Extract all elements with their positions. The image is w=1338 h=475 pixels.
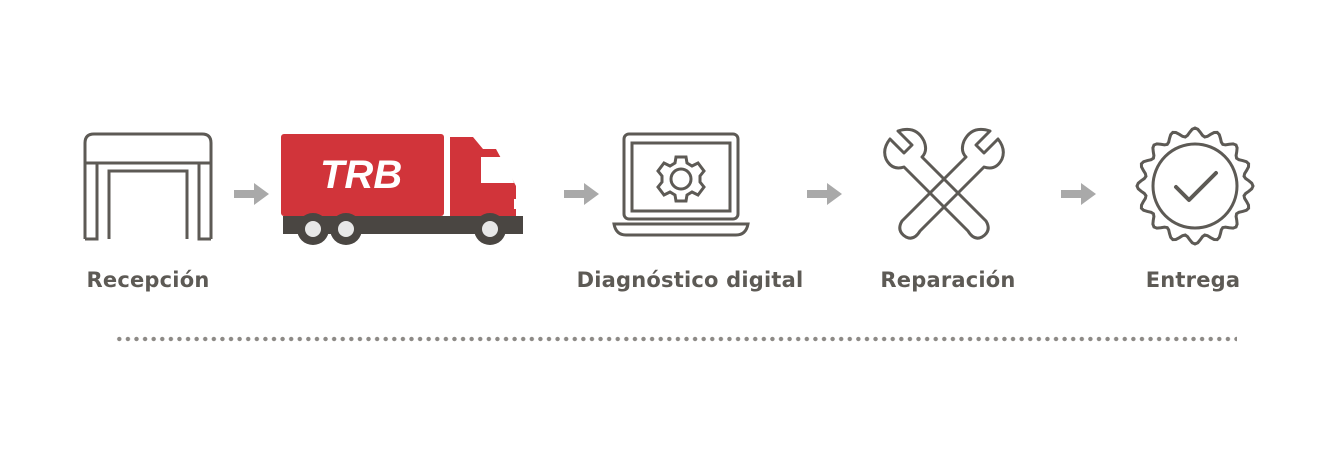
laptop-gear-icon <box>612 132 750 237</box>
step-label-recepcion: Recepción <box>86 268 210 292</box>
dotted-divider <box>115 336 1237 342</box>
arrow-right-icon <box>1061 183 1096 205</box>
step-label-reparacion: Reparación <box>880 268 1016 292</box>
arrow-right-icon <box>234 183 269 205</box>
garage-door-icon <box>83 132 213 241</box>
arrow-right-icon <box>564 183 599 205</box>
check-badge-icon <box>1135 126 1255 246</box>
truck-logo: TRB <box>320 153 402 197</box>
arrow-right-icon <box>807 183 842 205</box>
truck-icon: TRB <box>281 134 523 245</box>
step-label-diagnostico: Diagnóstico digital <box>576 268 804 292</box>
step-label-entrega: Entrega <box>1145 268 1241 292</box>
crossed-wrenches-icon <box>883 127 1005 240</box>
